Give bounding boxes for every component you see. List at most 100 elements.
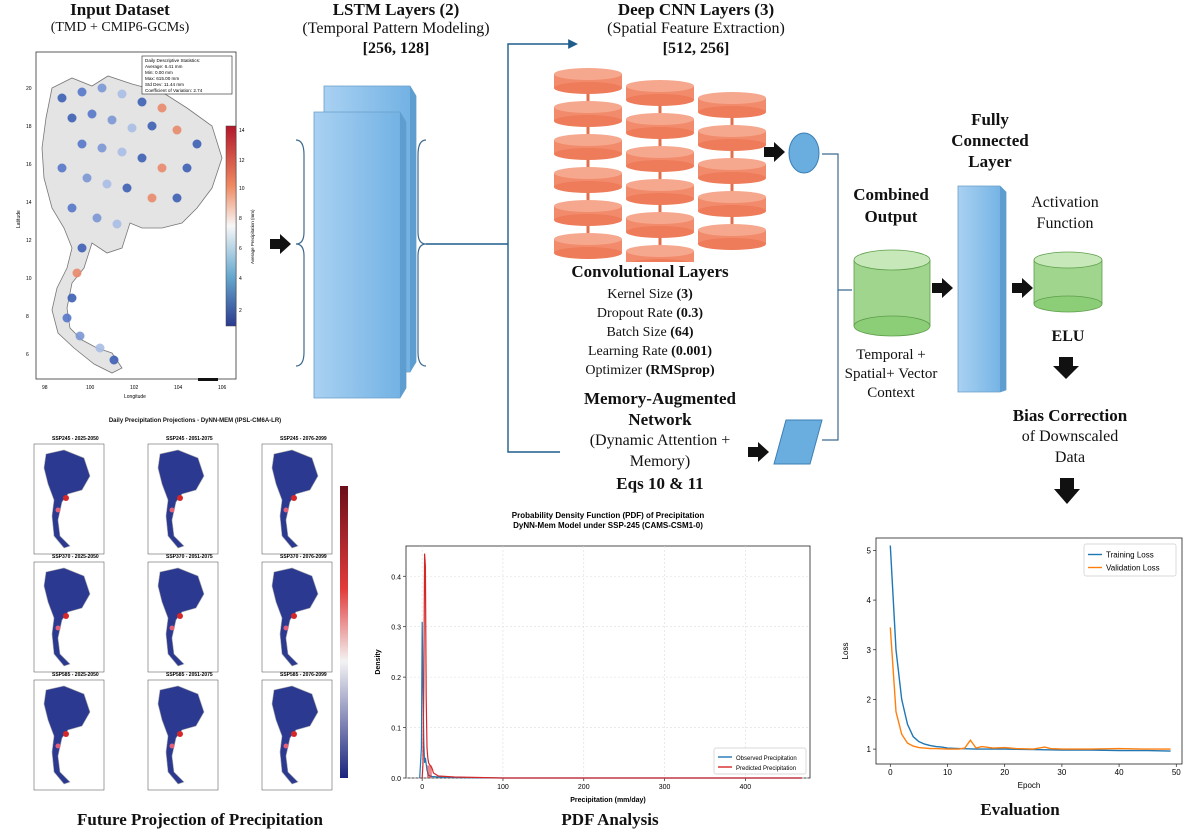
fc-title-1: Fully bbox=[971, 110, 1009, 129]
future-figure-title: Daily Precipitation Projections - DyNN-M… bbox=[108, 418, 282, 424]
x-tick: 106 bbox=[218, 385, 227, 391]
station-dot bbox=[182, 163, 192, 173]
y-tick-label: 0.0 bbox=[391, 776, 401, 783]
conv-params: Kernel Size (3) Dropout Rate (0.3) Batch… bbox=[520, 285, 780, 380]
arrow-right-icon bbox=[1012, 278, 1033, 298]
y-tick: 14 bbox=[26, 200, 32, 206]
series-line-2 bbox=[889, 627, 1171, 750]
station-dot bbox=[112, 219, 122, 229]
combined-cylinder bbox=[852, 248, 932, 338]
station-dot bbox=[67, 293, 77, 303]
x-tick-label: 40 bbox=[1115, 768, 1124, 777]
combined-title-2: Output bbox=[864, 207, 918, 226]
station-dot bbox=[82, 173, 92, 183]
x-tick-label: 10 bbox=[943, 768, 952, 777]
arrow-down-icon bbox=[1054, 478, 1080, 504]
memory-desc-1: (Dynamic Attention + bbox=[589, 432, 731, 449]
station-dot bbox=[72, 268, 82, 278]
conv-param-batch: Batch Size (64) bbox=[606, 325, 694, 340]
legend-label: Observed Precipitation bbox=[736, 756, 797, 762]
colorbar-tick: 14 bbox=[239, 128, 245, 134]
colorbar-label: Average Precipitation (mm) bbox=[250, 209, 255, 264]
arrow-right-icon bbox=[932, 278, 953, 298]
cnn-subtitle: (Spatial Feature Extraction) bbox=[607, 20, 785, 37]
combined-desc-3: Context bbox=[867, 385, 915, 401]
conv-param-dropout: Dropout Rate (0.3) bbox=[596, 306, 704, 321]
predicted-hist-bar bbox=[427, 765, 432, 778]
y-tick-label: 3 bbox=[867, 646, 872, 655]
colorbar-tick: 12 bbox=[239, 158, 245, 164]
projection-panel-title: SSP370 - 2051-2075 bbox=[166, 554, 213, 560]
conv-param-optimizer: Optimizer (RMSprop) bbox=[585, 363, 715, 378]
legend-label: Validation Loss bbox=[1106, 564, 1160, 573]
stats-line: Min: 0.00 mm bbox=[145, 70, 173, 75]
legend-label: Predicted Precipitation bbox=[736, 766, 796, 772]
y-tick: 8 bbox=[26, 314, 29, 320]
station-dot bbox=[137, 97, 147, 107]
stats-line: Coefficient of Variation: 2.74 bbox=[145, 88, 203, 93]
projection-panel-title: SSP585 - 2025-2050 bbox=[52, 672, 99, 678]
x-tick: 102 bbox=[130, 385, 139, 391]
cnn-output-node bbox=[786, 130, 826, 176]
station-dot bbox=[62, 313, 72, 323]
projection-panel-title: SSP245 - 2025-2050 bbox=[52, 436, 99, 442]
colorbar-tick: 10 bbox=[239, 186, 245, 192]
conv-title: Convolutional Layers bbox=[571, 262, 729, 281]
station-dot bbox=[192, 139, 202, 149]
projection-panel-title: SSP585 - 2076-2099 bbox=[280, 672, 327, 678]
stats-line: Average: 6.41 mm bbox=[145, 64, 183, 69]
y-tick-label: 2 bbox=[867, 695, 872, 704]
future-caption: Future Projection of Precipitation bbox=[77, 810, 323, 829]
station-dot bbox=[172, 125, 182, 135]
activation-name: ELU bbox=[1051, 328, 1085, 345]
input-title: Input Dataset bbox=[70, 0, 170, 19]
colorbar-tick: 8 bbox=[239, 216, 242, 222]
arrow-right-icon bbox=[748, 442, 769, 462]
y-tick: 10 bbox=[26, 276, 32, 282]
station-dot bbox=[77, 87, 87, 97]
series-line-2 bbox=[421, 553, 802, 779]
station-dot bbox=[117, 89, 127, 99]
bias-line-2: of Downscaled bbox=[1021, 428, 1119, 445]
colorbar-tick: 2 bbox=[239, 308, 242, 314]
station-dot bbox=[57, 163, 67, 173]
cnn-title: Deep CNN Layers (3) bbox=[617, 0, 775, 19]
future-projection-figure: Daily Precipitation Projections - DyNN-M… bbox=[10, 418, 380, 798]
combined-title-1: Combined bbox=[853, 185, 929, 204]
station-dot bbox=[157, 163, 167, 173]
y-tick-label: 0.1 bbox=[391, 726, 401, 733]
station-dot bbox=[127, 123, 137, 133]
input-colorbar: 14 12 10 8 6 4 2 Average Precipitation (… bbox=[222, 124, 262, 330]
y-tick-label: 0.2 bbox=[391, 675, 401, 682]
activation-cylinder bbox=[1032, 250, 1104, 314]
bias-title: Bias Correction bbox=[1012, 406, 1128, 425]
lstm-layer-2 bbox=[313, 111, 407, 399]
station-dot bbox=[109, 355, 119, 365]
colorbar-tick: 6 bbox=[239, 246, 242, 252]
x-tick: 98 bbox=[42, 385, 48, 391]
station-dot bbox=[67, 203, 77, 213]
x-axis-label: Precipitation (mm/day) bbox=[570, 797, 645, 804]
x-tick: 104 bbox=[174, 385, 183, 391]
x-tick-label: 30 bbox=[1057, 768, 1066, 777]
station-dot bbox=[147, 193, 157, 203]
station-dot bbox=[107, 115, 117, 125]
x-tick-label: 20 bbox=[1000, 768, 1009, 777]
memory-title-2: Network bbox=[628, 410, 692, 429]
station-dot bbox=[87, 109, 97, 119]
x-tick-label: 200 bbox=[578, 784, 590, 791]
x-tick-label: 0 bbox=[420, 784, 424, 791]
pdf-caption: PDF Analysis bbox=[561, 810, 659, 829]
projection-panel: SSP585 - 2025-2050 bbox=[33, 672, 105, 791]
chart-title: Probability Density Function (PDF) of Pr… bbox=[512, 511, 705, 520]
input-subtitle: (TMD + CMIP6-GCMs) bbox=[50, 20, 190, 35]
x-tick-label: 300 bbox=[659, 784, 671, 791]
cnn-units: [512, 256] bbox=[662, 40, 730, 57]
station-dot bbox=[172, 193, 182, 203]
station-dot bbox=[117, 147, 127, 157]
y-axis-label: Density bbox=[375, 649, 382, 674]
x-tick-label: 50 bbox=[1172, 768, 1181, 777]
activation-title-2: Function bbox=[1036, 215, 1094, 232]
station-dot bbox=[75, 331, 85, 341]
y-tick-label: 1 bbox=[867, 745, 872, 754]
